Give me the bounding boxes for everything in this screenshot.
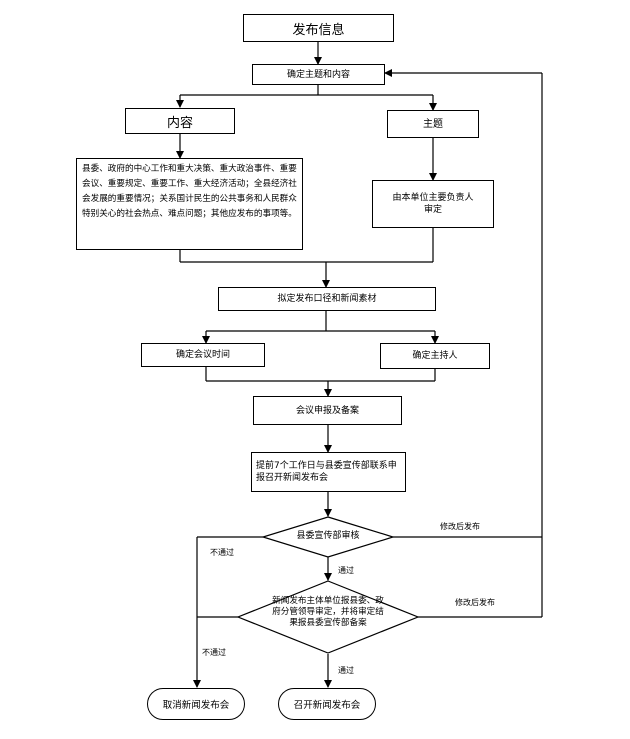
label-not-pass-2: 不通过 [202,648,226,657]
decision-diamond-review1 [260,516,396,558]
start-node: 发布信息 [243,14,394,42]
content-label: 内容 [166,115,193,131]
host-label: 确定主持人 [412,351,458,361]
label-not-pass-1: 不通过 [210,548,234,557]
draft-materials-node: 拟定发布口径和新闻素材 [218,287,436,311]
report-record-label: 会议申报及备案 [295,405,359,416]
apply-text: 提前7个工作日与县委宣传部联系申报召开新闻发布会 [256,461,397,483]
label-pass-2: 通过 [338,666,354,675]
review1-text: 县委宣传部审核 [296,531,360,541]
topic-node: 主题 [387,110,479,138]
label-modify-publish-1: 修改后发布 [440,522,480,531]
review2-text: 新闻发布主体单位报县委、政府分管领导审定，并将审定结果报县委宣传部备案 [272,596,384,628]
content-node: 内容 [125,108,235,134]
content-detail-node: 县委、政府的中心工作和重大决策、重大政治事件、重要会议、重要规定、重要工作、重大… [76,158,303,250]
confirm-topic-node: 确定主题和内容 [252,64,385,85]
report-record-node: 会议申报及备案 [253,396,402,425]
cancel-node: 取消新闻发布会 [147,688,245,720]
topic-detail-text: 由本单位主要负责人审定 [392,193,474,215]
topic-label: 主题 [423,118,443,130]
topic-detail-node: 由本单位主要负责人审定 [372,180,494,228]
draft-materials-label: 拟定发布口径和新闻素材 [277,294,377,304]
host-node: 确定主持人 [380,343,490,369]
meeting-time-node: 确定会议时间 [141,343,265,367]
content-detail-text: 县委、政府的中心工作和重大决策、重大政治事件、重要会议、重要规定、重要工作、重大… [82,164,297,219]
confirm-topic-label: 确定主题和内容 [286,69,350,80]
cancel-label: 取消新闻发布会 [162,700,230,711]
label-modify-publish-2: 修改后发布 [455,598,495,607]
meeting-time-label: 确定会议时间 [175,350,230,360]
start-label: 发布信息 [292,22,345,38]
decision-diamond-review2 [236,580,420,654]
label-pass-1: 通过 [338,566,354,575]
hold-label: 召开新闻发布会 [293,700,361,711]
apply-node: 提前7个工作日与县委宣传部联系申报召开新闻发布会 [251,452,406,492]
hold-node: 召开新闻发布会 [278,688,376,720]
